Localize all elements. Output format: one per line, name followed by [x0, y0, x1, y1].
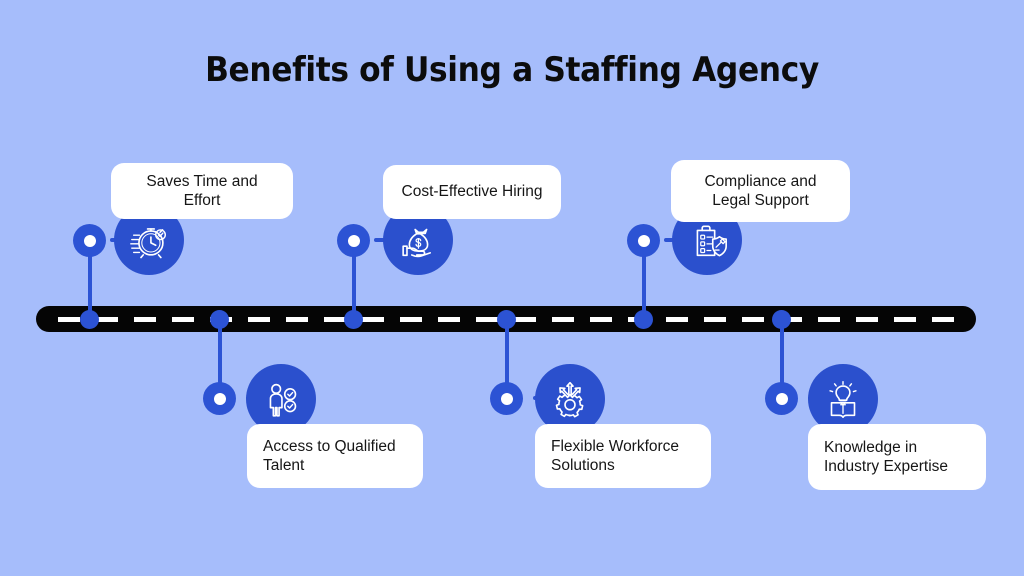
- connector-line-vertical: [87, 250, 92, 316]
- connector-line-vertical: [504, 322, 509, 388]
- timeline-label-card[interactable]: Saves Time and Effort: [111, 163, 293, 219]
- timeline-connector-dot: [344, 310, 363, 329]
- timeline-label-text: Access to Qualified Talent: [263, 437, 396, 474]
- timeline-connector-dot: [634, 310, 653, 329]
- gear-arrows-icon: [535, 364, 605, 434]
- timeline-label-card[interactable]: Compliance and Legal Support: [671, 160, 850, 222]
- connector-line-vertical: [217, 322, 222, 388]
- timeline-connector-dot: [80, 310, 99, 329]
- timeline-label-card[interactable]: Cost-Effective Hiring: [383, 165, 561, 219]
- timeline-connector-dot: [210, 310, 229, 329]
- timeline-label-text: Saves Time and Effort: [146, 172, 258, 209]
- timeline-label-text: Knowledge in Industry Expertise: [824, 438, 949, 475]
- connector-line-vertical: [351, 250, 356, 316]
- timeline-connector-dot: [497, 310, 516, 329]
- timeline-label-text: Cost-Effective Hiring: [401, 183, 543, 201]
- timeline-node[interactable]: [337, 224, 370, 257]
- lightbulb-book-icon: [808, 364, 878, 434]
- timeline-node[interactable]: [490, 382, 523, 415]
- timeline-label-text: Flexible Workforce Solutions: [551, 437, 680, 474]
- timeline-label-card[interactable]: Access to Qualified Talent: [247, 424, 423, 488]
- timeline-node[interactable]: [203, 382, 236, 415]
- person-check-icon: [246, 364, 316, 434]
- timeline-label-card[interactable]: Knowledge in Industry Expertise: [808, 424, 986, 490]
- timeline-label-card[interactable]: Flexible Workforce Solutions: [535, 424, 711, 488]
- timeline-node[interactable]: [765, 382, 798, 415]
- timeline-connector-dot: [772, 310, 791, 329]
- timeline-node[interactable]: [73, 224, 106, 257]
- timeline-label-text: Compliance and Legal Support: [704, 172, 817, 209]
- connector-line-vertical: [779, 322, 784, 388]
- page-title: Benefits of Using a Staffing Agency: [205, 50, 819, 90]
- connector-line-vertical: [641, 250, 646, 316]
- timeline-node[interactable]: [627, 224, 660, 257]
